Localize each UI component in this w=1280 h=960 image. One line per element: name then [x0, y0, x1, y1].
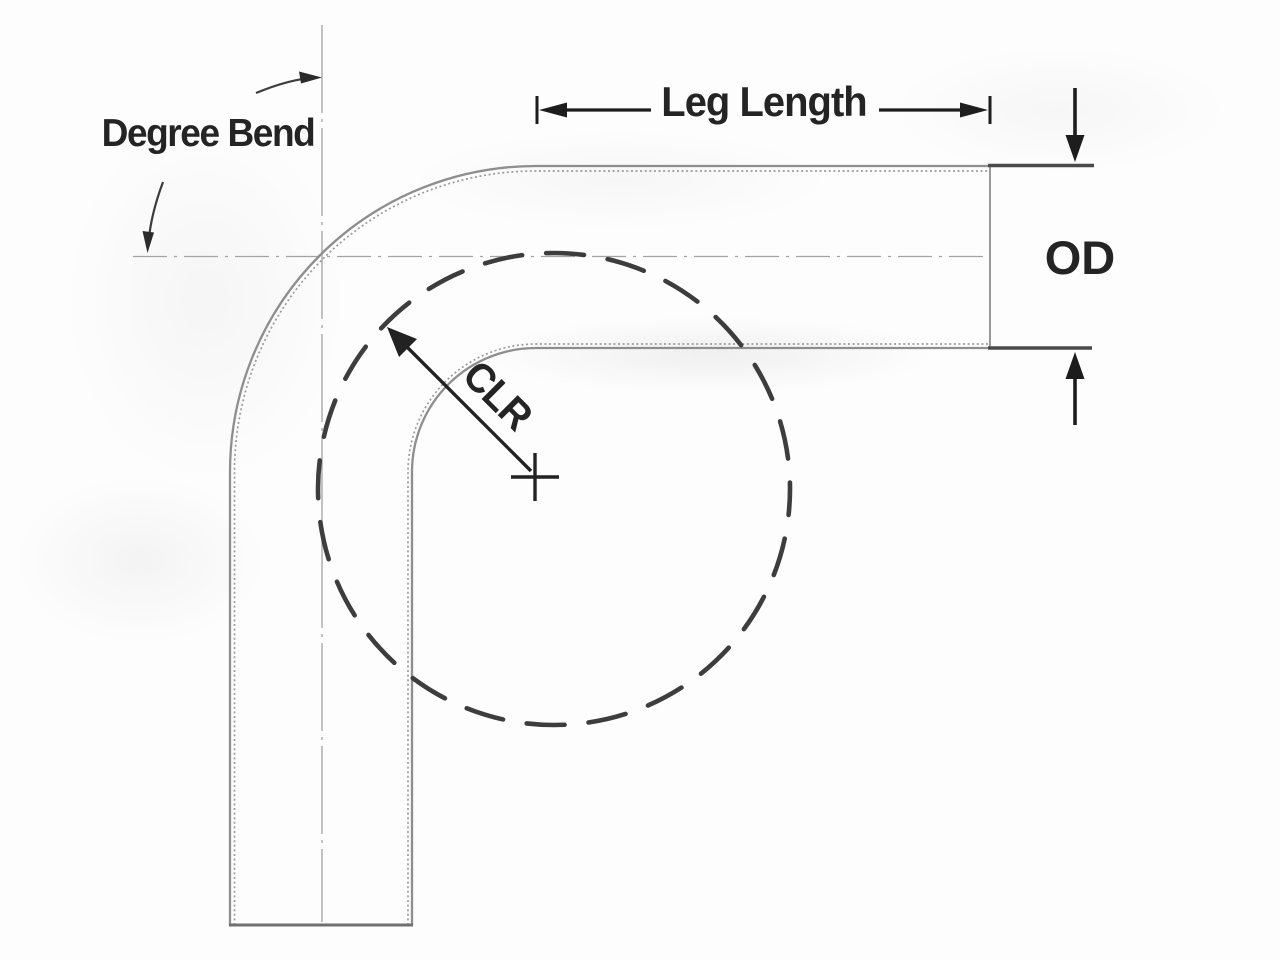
clr-arrowhead-icon: [387, 327, 417, 357]
degree-bend-annotation: Degree Bend: [102, 71, 322, 253]
leg-length-arrowhead-left-icon: [539, 102, 567, 118]
clr-label: CLR: [454, 353, 541, 440]
tube-outer-edge-dots: [233, 170, 990, 925]
od-dimension: OD: [988, 88, 1115, 425]
degree-bend-arrowhead-down-icon: [142, 231, 154, 253]
degree-bend-arrowhead-right-icon: [299, 71, 322, 84]
leg-length-arrowhead-right-icon: [960, 102, 988, 118]
tube: [228, 164, 991, 927]
center-cross-icon: [511, 453, 559, 501]
degree-bend-label: Degree Bend: [102, 112, 315, 155]
clr-arrow-line: [397, 337, 533, 473]
tube-inner-edge-dots: [407, 343, 990, 925]
od-label: OD: [1045, 231, 1116, 284]
od-arrowhead-down-icon: [1065, 135, 1085, 162]
leg-length-label: Leg Length: [661, 78, 866, 125]
tube-inner-edge: [410, 346, 990, 925]
centerlines: [133, 25, 990, 922]
leg-length-dimension: Leg Length: [535, 78, 992, 125]
tube-outer-edge: [228, 164, 990, 925]
od-arrowhead-up-icon: [1065, 352, 1085, 379]
clr-dashed-circle: [315, 250, 793, 728]
